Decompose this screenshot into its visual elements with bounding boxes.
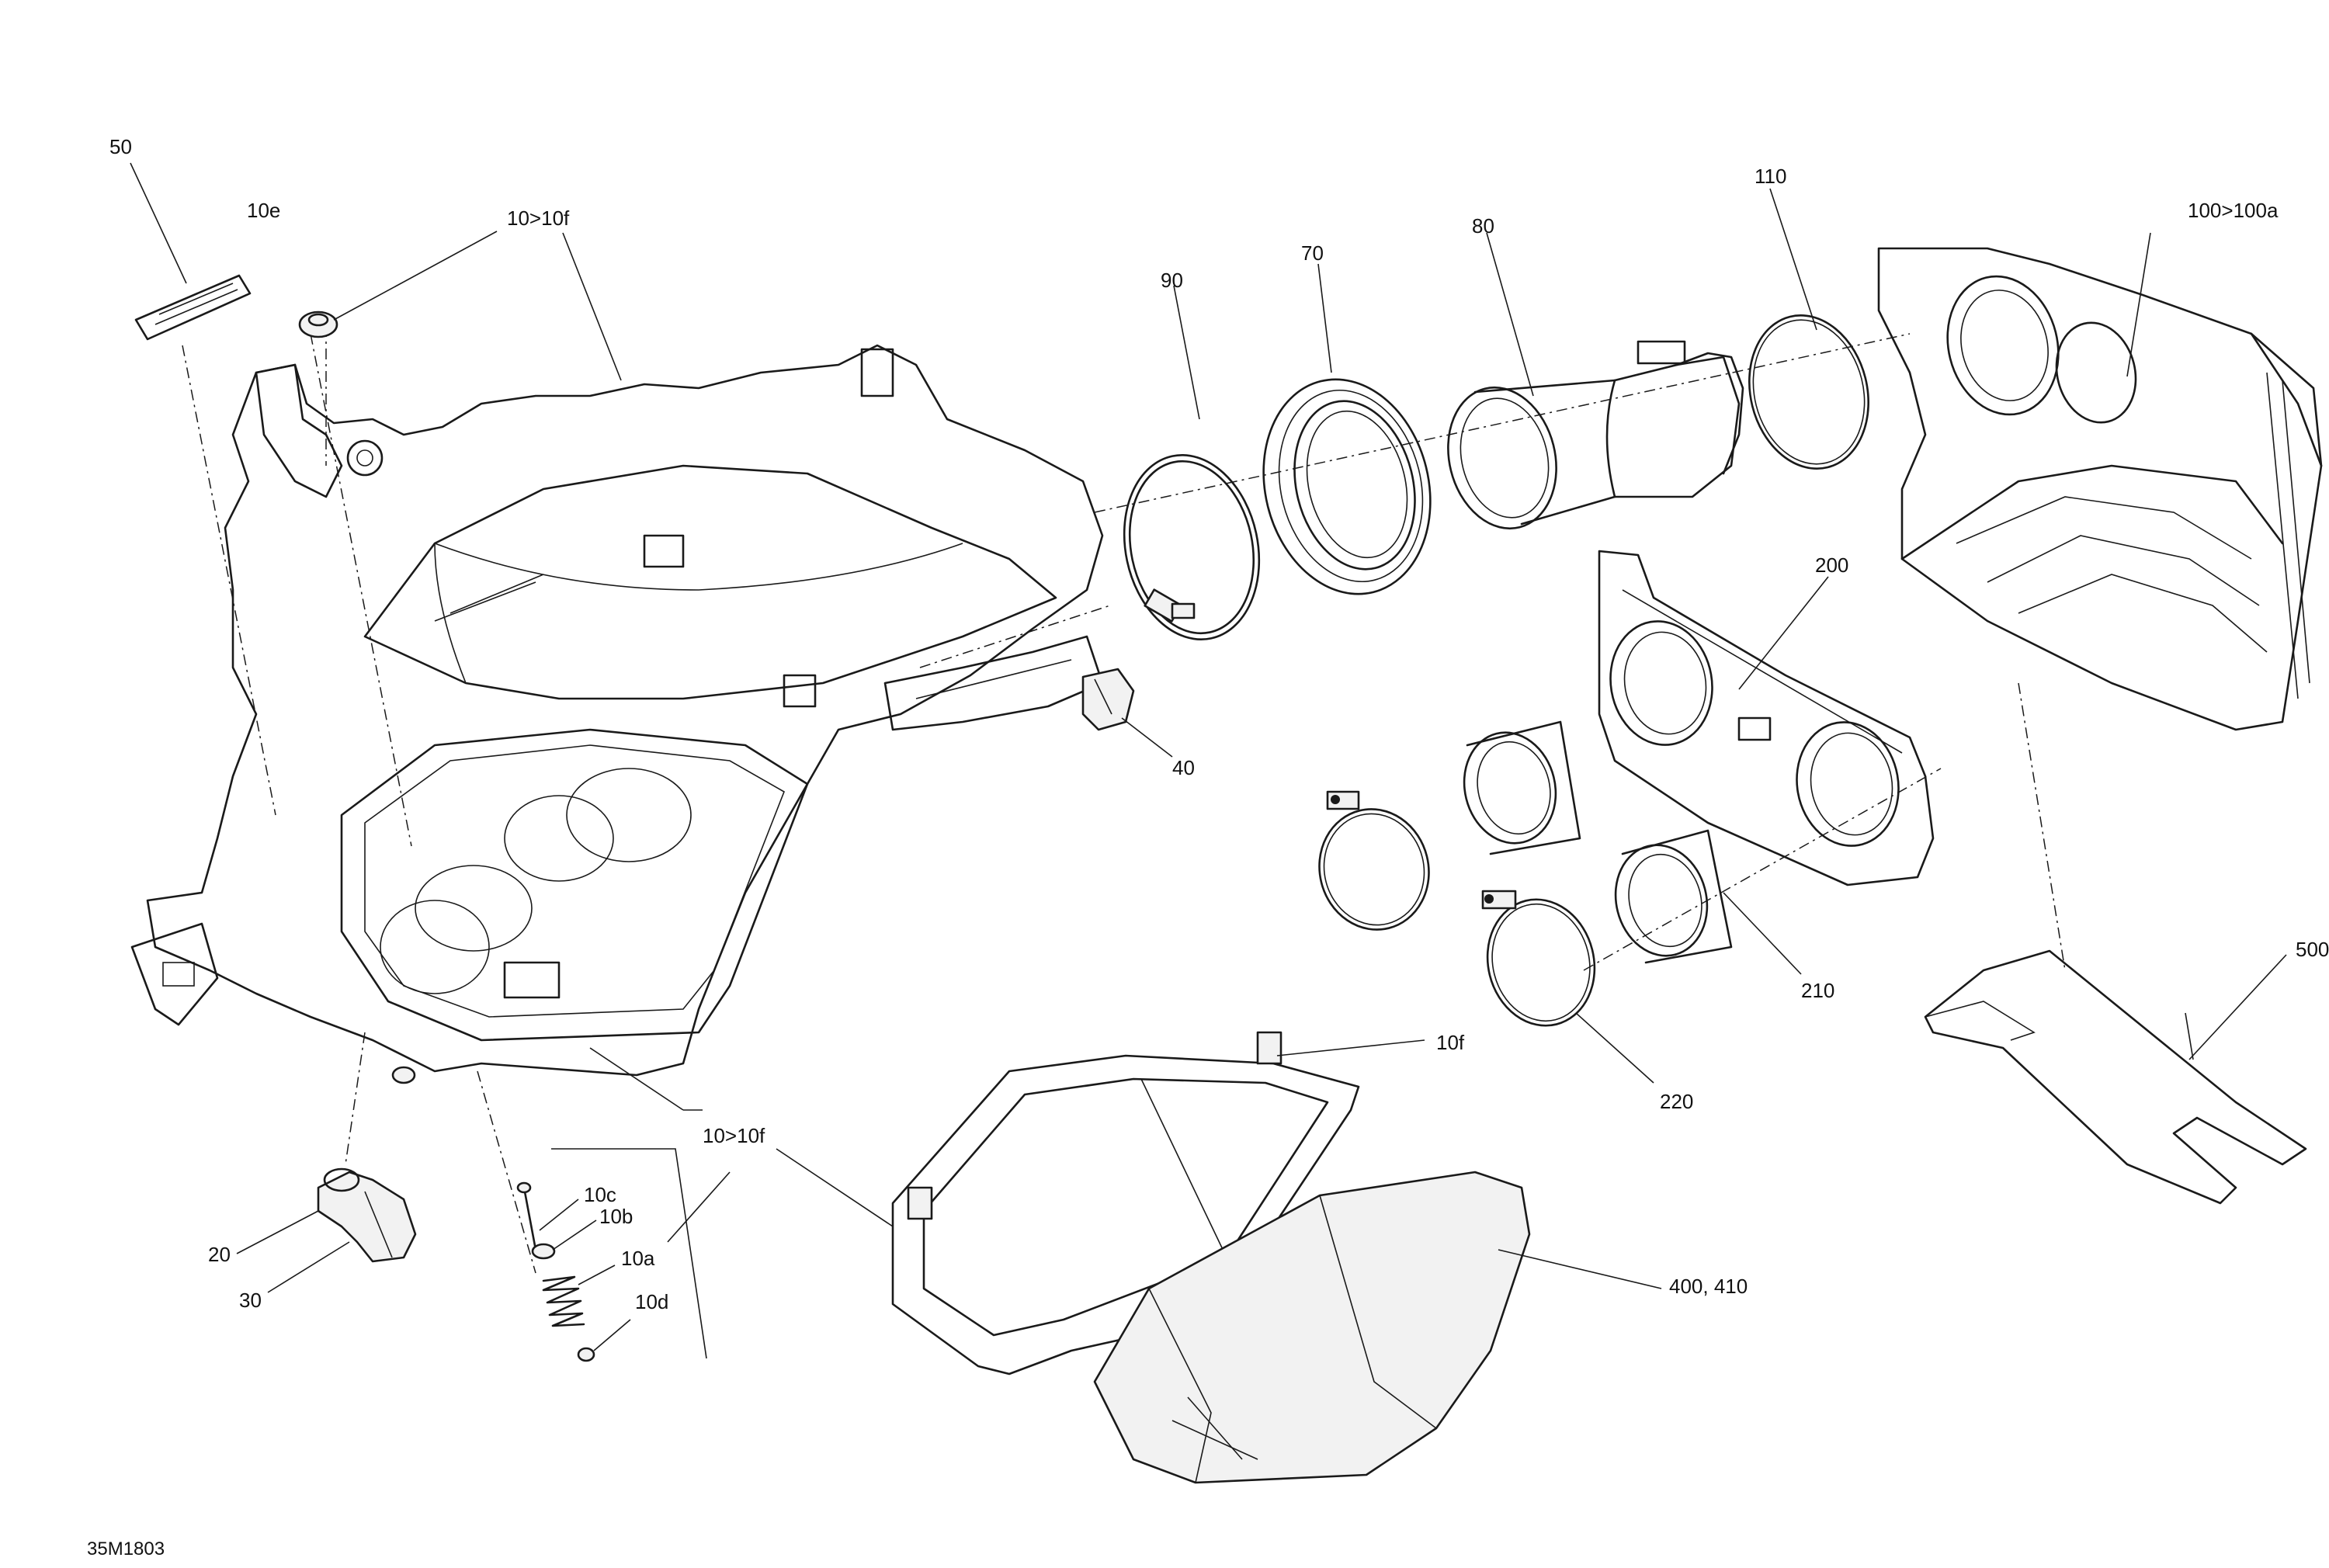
callout-90: 90 — [1161, 269, 1183, 292]
foam-500 — [1924, 949, 2307, 1205]
filter-frame-10f — [891, 1031, 1425, 1375]
leader-10-10f-top — [562, 232, 622, 381]
callout-500: 500 — [2296, 938, 2329, 961]
o-ring-110 — [1748, 188, 1869, 470]
callout-10d: 10d — [635, 1290, 668, 1313]
callout-10a: 10a — [621, 1247, 655, 1270]
callout-210: 210 — [1801, 979, 1834, 1002]
nut-10d — [577, 1319, 631, 1362]
callout-10b: 10b — [599, 1205, 633, 1228]
intake-duct-80 — [1447, 232, 1744, 530]
figure-number: 35M1803 — [87, 1539, 165, 1559]
sleeve-210 — [1614, 829, 1802, 975]
callout-10-10f-top: 10>10f — [507, 206, 570, 230]
callout-50: 50 — [109, 135, 132, 158]
airbox-housing — [130, 344, 1104, 1084]
callout-10e: 10e — [247, 199, 280, 222]
callout-80: 80 — [1472, 214, 1494, 238]
air-filter-400 — [1093, 1171, 1662, 1484]
warning-label — [130, 162, 252, 341]
callout-30: 30 — [239, 1289, 262, 1312]
callout-10c: 10c — [584, 1183, 616, 1206]
adapter-plate-200 — [1598, 550, 1935, 886]
clip-40 — [1081, 668, 1173, 758]
clamp-90 — [1123, 285, 1261, 641]
callout-70: 70 — [1301, 241, 1324, 265]
callout-20: 20 — [208, 1243, 231, 1266]
callout-labels: 50 10e 10>10f 90 70 80 110 100>100a 200 … — [87, 135, 2329, 1559]
sleeve-upper — [1463, 720, 1581, 855]
clamp-220 — [1481, 890, 1654, 1084]
alignment-lines — [182, 326, 2066, 1274]
callout-10-10f-bottom: 10>10f — [703, 1124, 765, 1147]
spring-10a — [542, 1264, 616, 1327]
callout-110: 110 — [1755, 165, 1786, 188]
callout-40: 40 — [1172, 756, 1195, 779]
plug — [298, 231, 498, 338]
callout-100-100a: 100>100a — [2188, 199, 2279, 222]
callout-400-410: 400, 410 — [1669, 1275, 1748, 1298]
washer-10b — [531, 1219, 597, 1260]
callout-10f: 10f — [1436, 1031, 1465, 1054]
clamp-20 — [236, 1167, 417, 1293]
air-intake-100 — [1877, 232, 2323, 731]
clamp-upper — [1318, 790, 1430, 931]
bracket-10-10f — [551, 1047, 894, 1359]
callout-220: 220 — [1660, 1090, 1693, 1113]
callout-200: 200 — [1815, 553, 1848, 577]
seal-70 — [1262, 263, 1432, 595]
bolt-10c — [516, 1181, 579, 1251]
